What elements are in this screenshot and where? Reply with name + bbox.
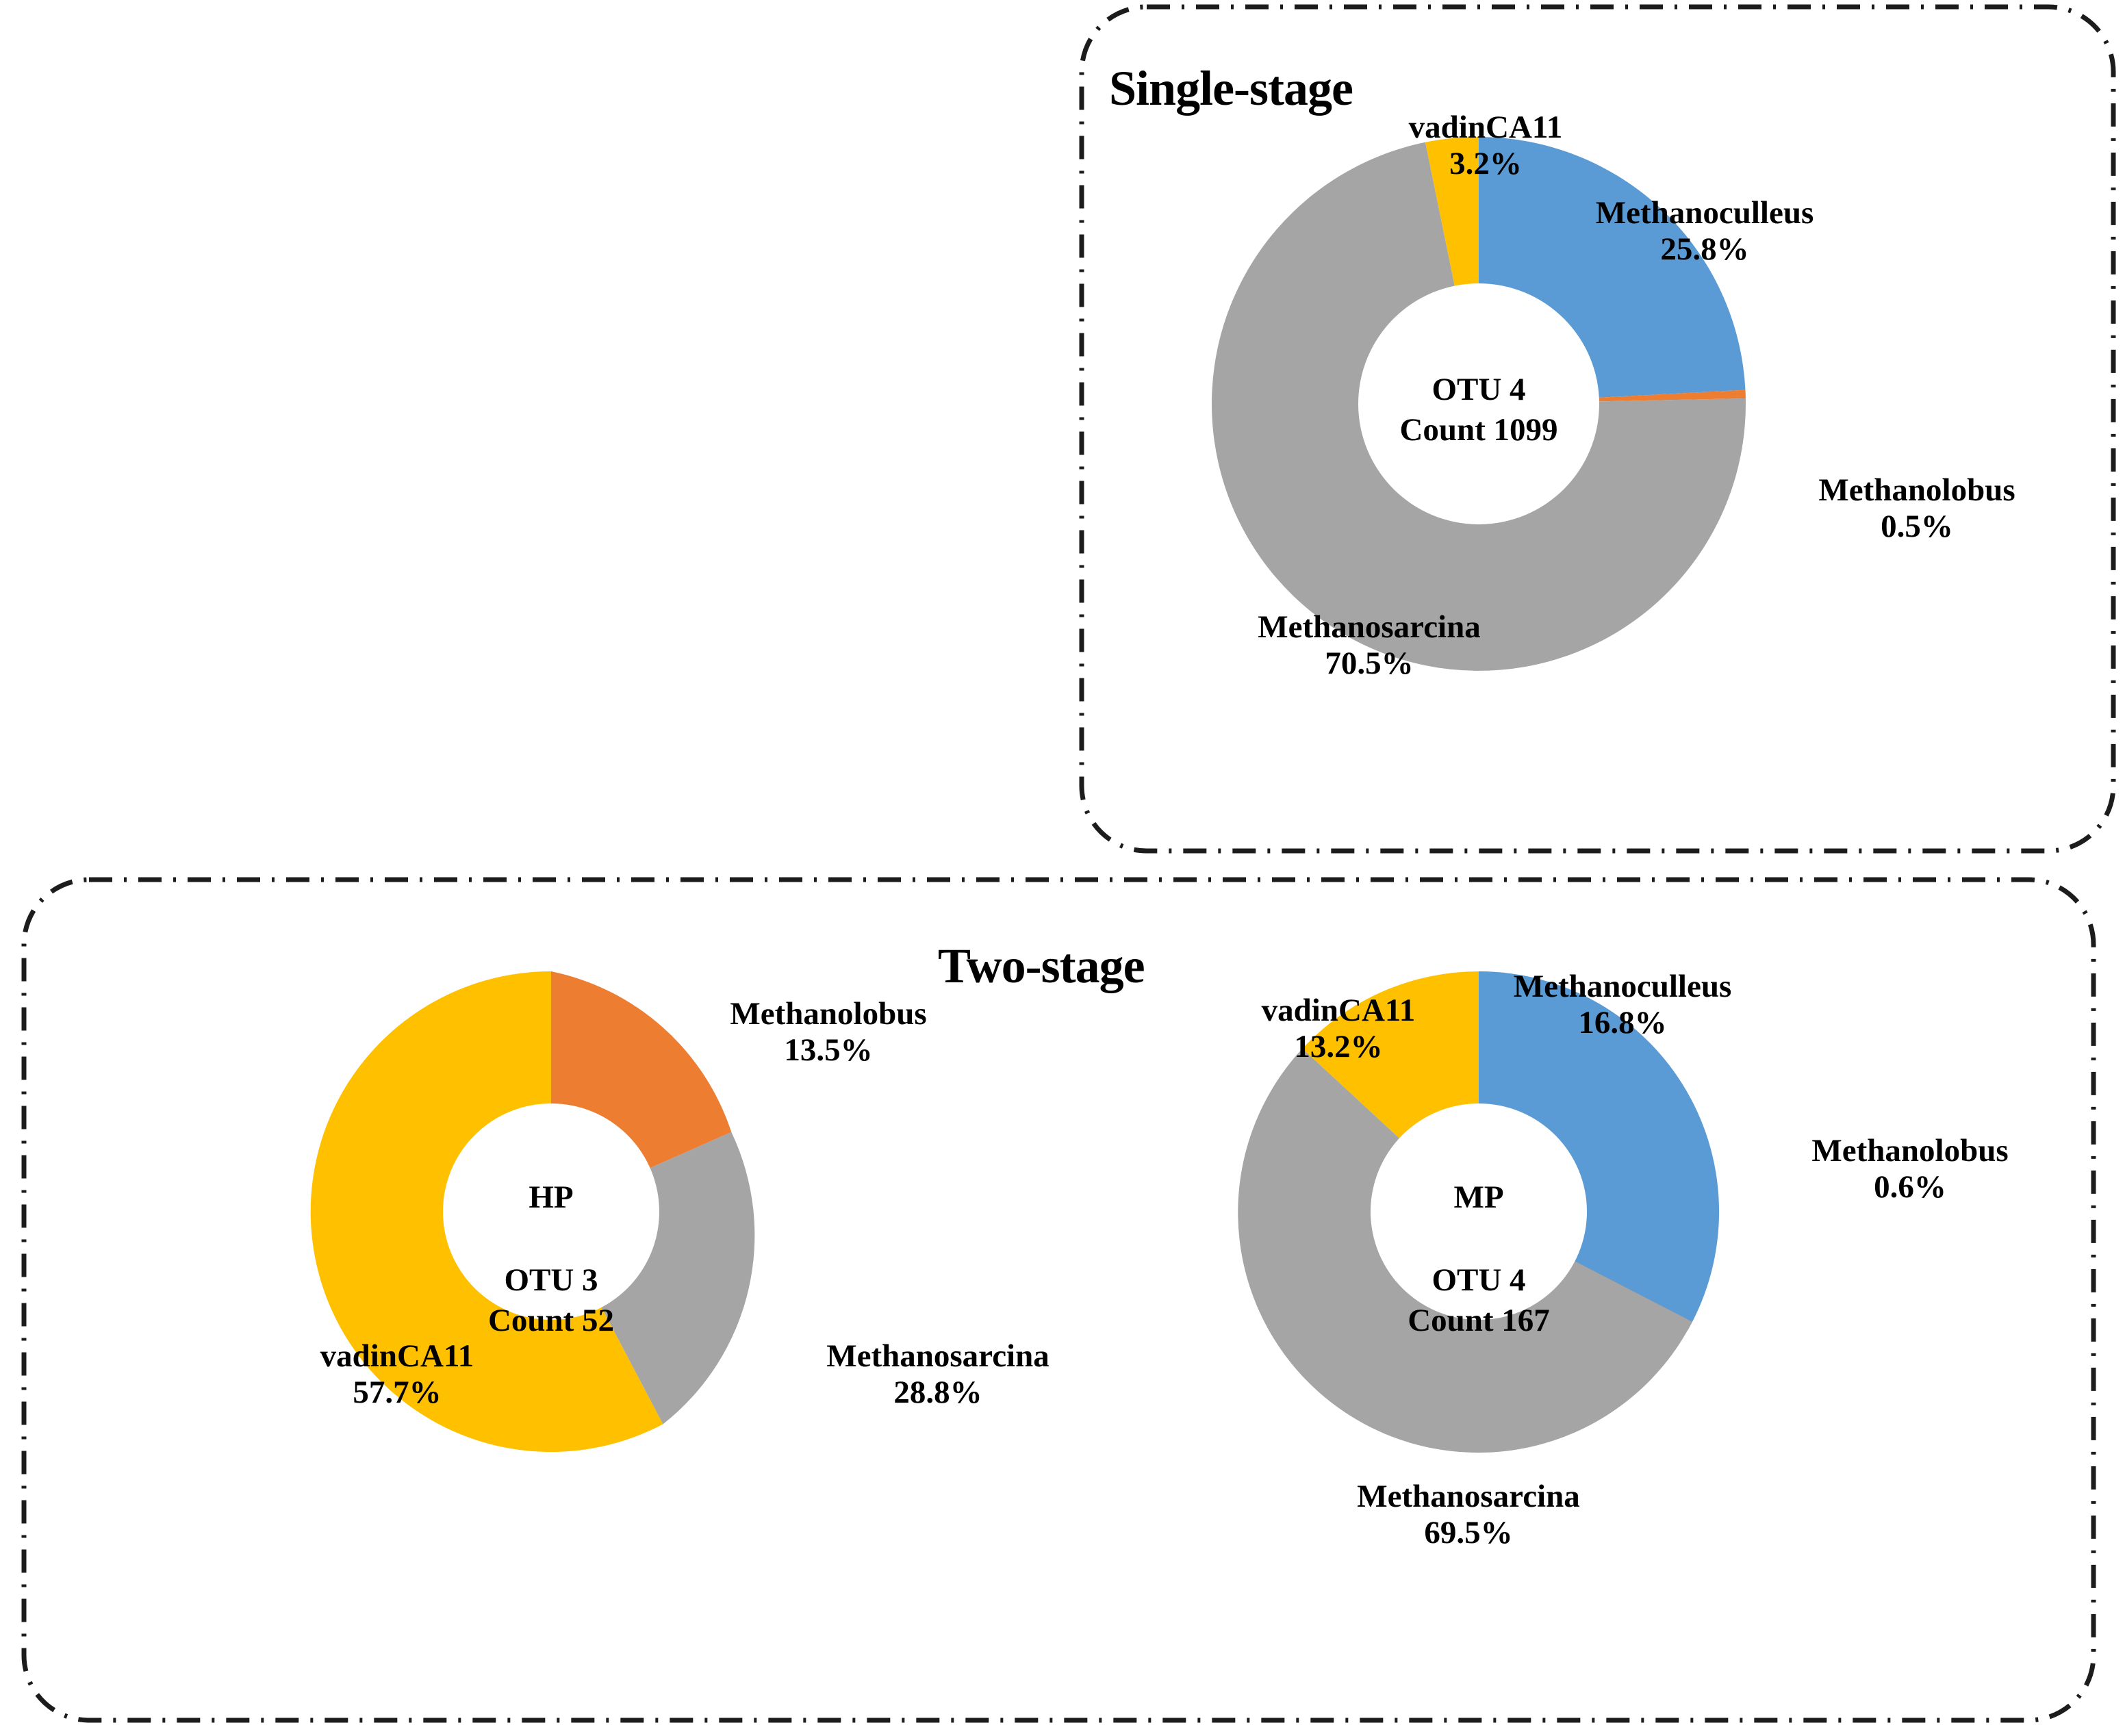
single-stage-center-label: OTU 4 Count 1099 [1342, 370, 1616, 450]
hp-donut-chart [305, 965, 798, 1458]
label-methanosarcina-single-pct: 70.5% [1325, 645, 1414, 681]
label-methanoculleus-mp-pct: 16.8% [1578, 1004, 1667, 1041]
label-vadinca11-single-name: vadinCA11 [1408, 110, 1563, 145]
mp-title: MP [1453, 1179, 1504, 1215]
label-methanoculleus-single-name: Methanoculleus [1595, 195, 1814, 231]
label-methanolobus-mp-pct: 0.6% [1874, 1169, 1946, 1205]
donut-hole [443, 1103, 659, 1320]
label-vadinca11-mp: vadinCA11 13.2% [1225, 993, 1451, 1064]
single-stage-group-box [1079, 4, 2118, 856]
label-methanosarcina-single: Methanosarcina 70.5% [1225, 609, 1513, 681]
label-vadinca11-mp-pct: 13.2% [1294, 1028, 1383, 1064]
label-methanolobus-hp-pct: 13.5% [784, 1032, 873, 1068]
label-methanosarcina-mp: Methanosarcina 69.5% [1321, 1479, 1616, 1550]
single-stage-donut-chart [1205, 130, 1753, 678]
donut-hole [1371, 1103, 1587, 1320]
single-stage-otu: OTU 4 [1431, 372, 1526, 407]
label-methanosarcina-hp-name: Methanosarcina [826, 1338, 1049, 1374]
two-stage-title: Two-stage [938, 939, 1145, 993]
label-methanosarcina-mp-name: Methanosarcina [1357, 1479, 1580, 1514]
label-methanoculleus-mp: Methanoculleus 16.8% [1479, 969, 1766, 1041]
label-vadinca11-hp-pct: 57.7% [353, 1374, 442, 1410]
single-stage-count: Count 1099 [1399, 411, 1558, 448]
label-methanoculleus-mp-name: Methanoculleus [1513, 969, 1732, 1004]
label-methanosarcina-hp-pct: 28.8% [893, 1374, 982, 1410]
mp-otu: OTU 4 [1431, 1262, 1526, 1298]
hp-center-label: HP OTU 3 Count 52 [414, 1177, 688, 1340]
label-vadinca11-single: vadinCA11 3.2% [1376, 110, 1595, 181]
label-methanolobus-hp: Methanolobus 13.5% [691, 996, 965, 1068]
label-methanoculleus-single: Methanoculleus 25.8% [1561, 195, 1848, 267]
label-methanolobus-mp: Methanolobus 0.6% [1773, 1133, 2047, 1205]
label-methanolobus-single-pct: 0.5% [1881, 508, 1953, 544]
hp-count: Count 52 [487, 1302, 615, 1338]
label-methanosarcina-single-name: Methanosarcina [1258, 609, 1481, 645]
label-vadinca11-hp: vadinCA11 57.7% [284, 1338, 510, 1410]
label-methanolobus-hp-name: Methanolobus [730, 996, 927, 1032]
label-methanolobus-single: Methanolobus 0.5% [1780, 472, 2054, 544]
hp-title: HP [529, 1179, 574, 1215]
label-methanolobus-single-name: Methanolobus [1818, 472, 2015, 508]
mp-center-label: MP OTU 4 Count 167 [1342, 1177, 1616, 1340]
mp-count: Count 167 [1408, 1302, 1550, 1338]
label-vadinca11-mp-name: vadinCA11 [1261, 993, 1416, 1028]
donut-hole [1358, 283, 1599, 524]
hp-otu: OTU 3 [504, 1262, 598, 1298]
label-vadinca11-single-pct: 3.2% [1449, 145, 1522, 181]
mp-donut-chart [1232, 965, 1725, 1458]
label-methanosarcina-hp: Methanosarcina 28.8% [791, 1338, 1085, 1410]
label-vadinca11-hp-name: vadinCA11 [320, 1338, 474, 1374]
label-methanosarcina-mp-pct: 69.5% [1424, 1514, 1513, 1550]
single-stage-title: Single-stage [1109, 61, 1353, 116]
label-methanoculleus-single-pct: 25.8% [1660, 231, 1749, 267]
label-methanolobus-mp-name: Methanolobus [1811, 1133, 2009, 1169]
